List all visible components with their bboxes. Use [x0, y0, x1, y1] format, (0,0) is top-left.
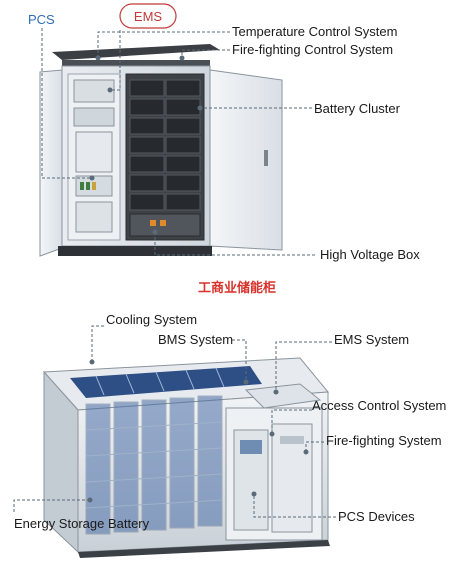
label-fire-fighting-control: Fire-fighting Control System	[232, 42, 393, 57]
label-pcs: PCS	[28, 12, 55, 27]
label-ems: EMS	[134, 9, 163, 24]
battery-modules	[129, 79, 201, 211]
energy-storage-container	[42, 357, 330, 558]
label-high-voltage-box: High Voltage Box	[320, 247, 420, 262]
label-bms-system: BMS System	[158, 332, 233, 347]
outdoor-cabinet	[39, 44, 283, 257]
label-access-control-system: Access Control System	[312, 398, 446, 413]
label-fire-fighting-system: Fire-fighting System	[326, 433, 442, 448]
label-ems-system: EMS System	[334, 332, 409, 347]
label-pcs-devices: PCS Devices	[338, 509, 415, 524]
top-leader-lines	[41, 28, 315, 256]
battery-racks	[85, 395, 223, 535]
bottom-leader-lines	[13, 325, 336, 518]
label-temperature-control: Temperature Control System	[232, 24, 397, 39]
label-energy-storage-battery: Energy Storage Battery	[14, 516, 150, 531]
label-cooling-system: Cooling System	[106, 312, 197, 327]
label-battery-cluster: Battery Cluster	[314, 101, 401, 116]
ems-badge	[119, 3, 177, 29]
caption: 工商业储能柜	[198, 280, 276, 296]
